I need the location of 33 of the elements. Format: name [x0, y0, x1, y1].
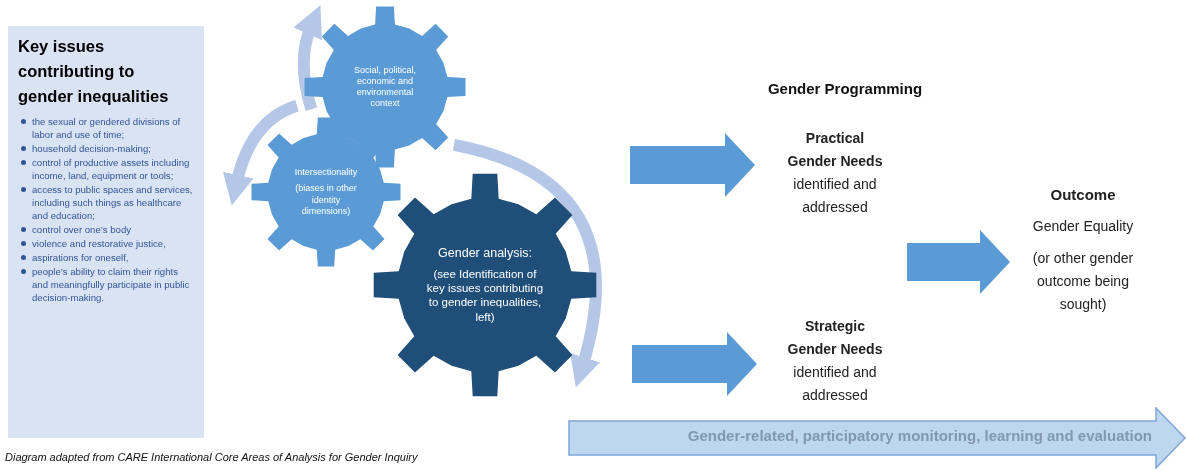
bullet-text: access to public spaces and services, including such things as healthcare and education; [32, 184, 193, 221]
band-arrow [568, 407, 1186, 469]
bullet-text: control of productive assets including income, land, equipment or tools; [32, 157, 190, 181]
bullet-text: aspirations for oneself, [32, 252, 129, 263]
panel-heading: Key issues contributing to gender inequalities [18, 36, 170, 107]
gear-note: (see Identification of key issues contributing to gender inequalities, left) [425, 266, 545, 325]
node-text: Gender Equality [1031, 217, 1135, 236]
bullet-text: people’s ability to claim their rights and meaningfully participate in public decision-making. [32, 266, 190, 303]
node-heading: Outcome [1049, 185, 1117, 205]
block-arrow [907, 230, 1010, 294]
gear-shape [372, 172, 598, 398]
block-arrow [630, 133, 755, 197]
bullet-text: control over one’s body [32, 224, 132, 235]
bullet-text: violence and restorative justice, [32, 238, 166, 249]
gear-shape [303, 5, 467, 169]
block-arrow [632, 332, 757, 396]
gear-note: (biases in other identity dimensions) [294, 183, 358, 217]
node-text: (or other gender outcome being sought) [1031, 249, 1135, 314]
curved-arrow [223, 100, 300, 206]
bullet-text: the sexual or gendered divisions of labor and use of time; [32, 116, 181, 140]
node-text: identified and addressed [792, 175, 878, 217]
band-text: Gender-related, participatory monitoring, learning and evaluation [687, 427, 1152, 444]
gear-label: Intersectionality [294, 167, 358, 179]
node-text: identified and addressed [792, 363, 878, 405]
curved-arrow [452, 139, 602, 388]
gear-label: Social, political, economic and environmental context [353, 64, 417, 110]
bullet-text: household decision-making; [32, 143, 151, 154]
gear-shape [250, 116, 402, 268]
caption: Diagram adapted from CARE International Core Areas of Analysis for Gender Inquiry [5, 451, 418, 463]
gear-label: Gender analysis: [438, 245, 532, 262]
section-heading: Gender Programming [766, 80, 924, 97]
issues-panel [8, 26, 204, 438]
curved-arrow [293, 5, 323, 111]
